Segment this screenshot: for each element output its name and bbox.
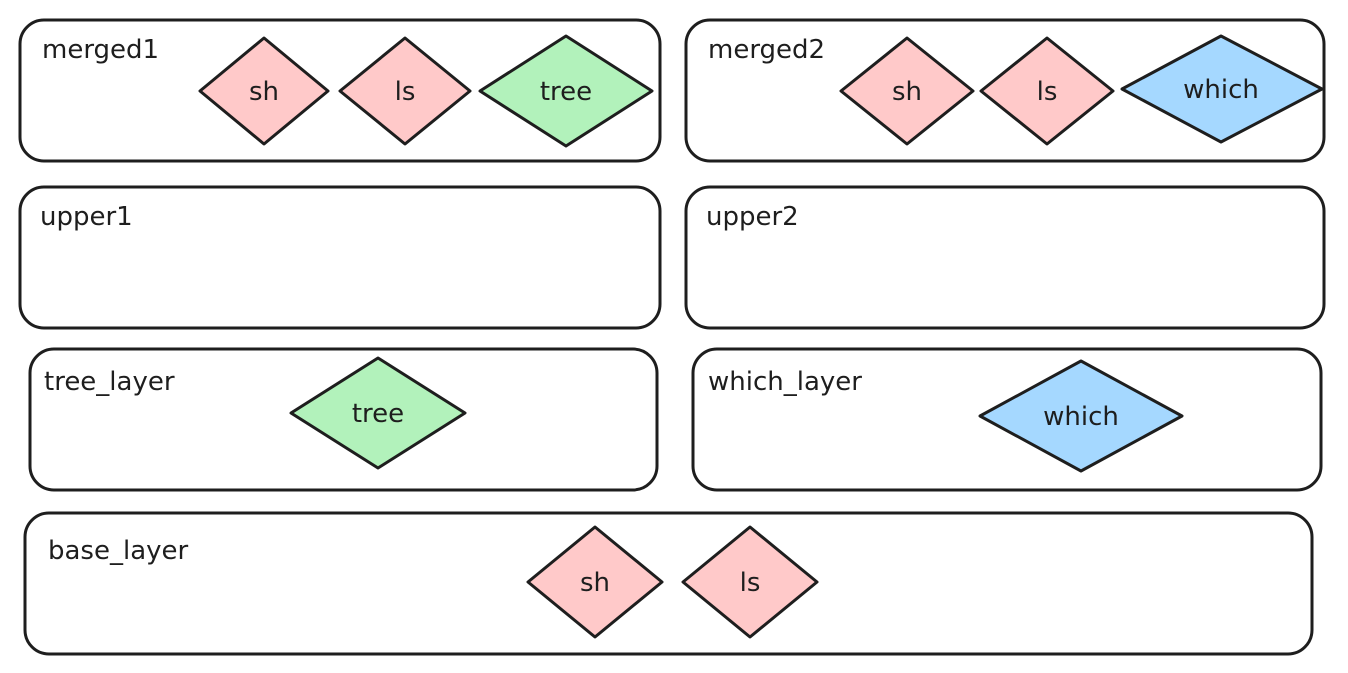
which-layer-item-which: which [978,359,1184,473]
merged1-diamond-sh [198,36,330,146]
which-layer-diamond-which [978,359,1184,473]
base-layer-diamond-ls [681,525,819,639]
merged1-diamond-ls [338,36,472,146]
box-upper1-label: upper1 [40,202,133,232]
merged1-diamond-sh-label: sh [249,77,279,107]
base-layer-diamond-ls-label: ls [740,568,761,598]
merged2-diamond-ls-label: ls [1037,77,1058,107]
tree-layer-item-tree: tree [289,356,467,470]
box-base-layer: base_layer [23,511,1314,656]
merged2-diamond-sh [839,36,975,146]
base-layer-diamond-sh [526,525,664,639]
merged2-item-ls: ls [979,36,1115,146]
merged2-diamond-which-label: which [1183,75,1259,105]
which-layer-diamond-which-label: which [1043,402,1119,432]
merged2-diamond-sh-label: sh [892,77,922,107]
box-base-layer-frame [23,511,1314,656]
merged2-diamond-which [1120,34,1324,144]
box-merged1-label: merged1 [42,35,159,65]
tree-layer-diamond-tree [289,356,467,470]
box-upper2-frame [684,185,1326,330]
box-which-layer-label: which_layer [708,367,862,397]
merged1-diamond-ls-label: ls [395,77,416,107]
merged1-item-ls: ls [338,36,472,146]
box-upper1: upper1 [18,185,662,330]
merged1-diamond-tree [478,34,654,148]
box-merged2-label: merged2 [708,35,825,65]
merged2-item-sh: sh [839,36,975,146]
box-upper1-frame [18,185,662,330]
tree-layer-diamond-tree-label: tree [352,399,404,429]
merged2-diamond-ls [979,36,1115,146]
base-layer-item-ls: ls [681,525,819,639]
base-layer-diamond-sh-label: sh [580,568,610,598]
merged1-diamond-tree-label: tree [540,77,592,107]
box-upper2-label: upper2 [706,202,799,232]
merged1-item-tree: tree [478,34,654,148]
base-layer-item-sh: sh [526,525,664,639]
merged2-item-which: which [1120,34,1324,144]
box-upper2: upper2 [684,185,1326,330]
merged1-item-sh: sh [198,36,330,146]
box-tree-layer-label: tree_layer [44,367,175,397]
box-base-layer-label: base_layer [48,536,189,566]
